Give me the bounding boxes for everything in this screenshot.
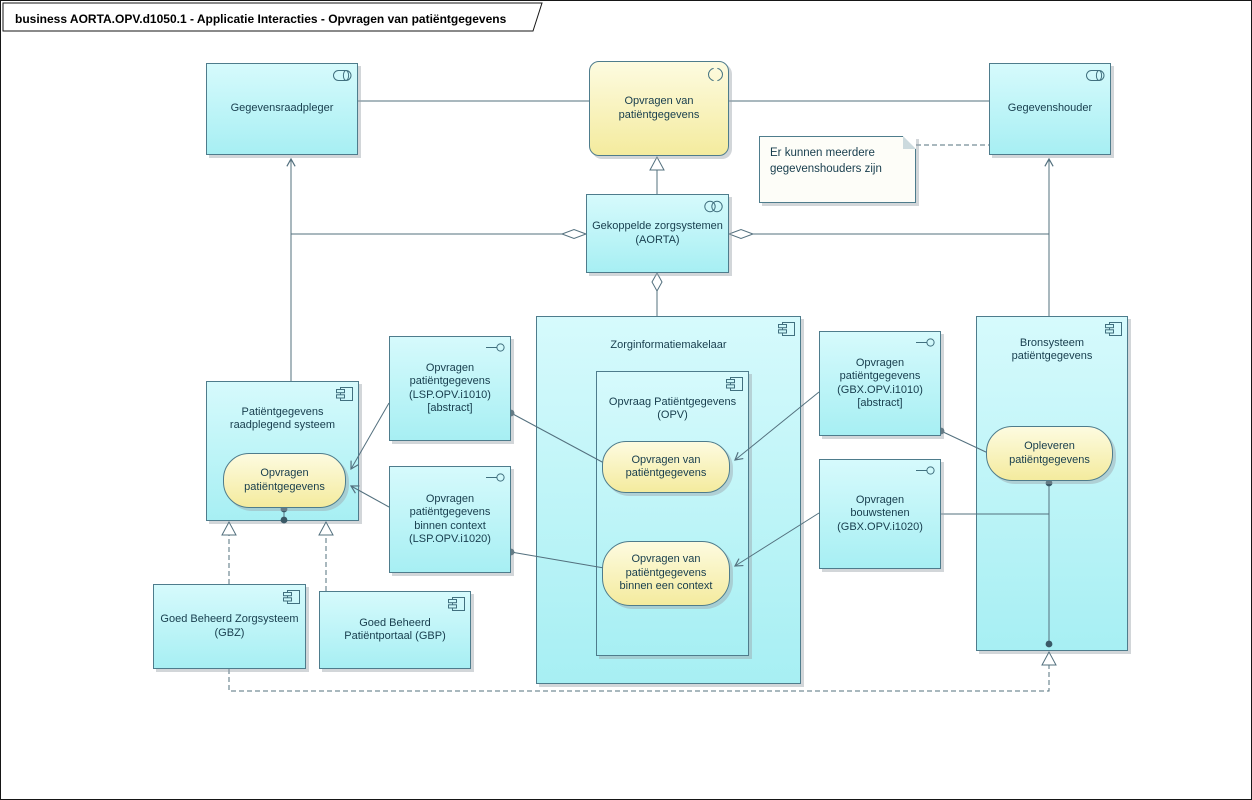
- node-label: Opvragen patiëntgegevens (GBX.OPV.i1010)…: [837, 356, 923, 409]
- aggregation-right-diamond-icon: [727, 228, 755, 240]
- component-icon: [448, 597, 465, 611]
- interface-icon: [486, 342, 505, 353]
- role-icon: [333, 69, 352, 82]
- node-lsp-opv-i1020: Opvragen patiëntgegevens binnen context …: [389, 466, 511, 573]
- component-icon: [336, 387, 353, 401]
- realization-gbz-triangle-icon: [221, 520, 237, 536]
- node-label: Opvragen van patiëntgegevens: [618, 95, 700, 121]
- realization-triangle-icon: [649, 155, 665, 171]
- node-gbx-opv-i1010: Opvragen patiëntgegevens (GBX.OPV.i1010)…: [819, 331, 941, 436]
- node-label: Opleveren patiëntgegevens: [1009, 440, 1090, 466]
- node-label: Opvraag Patiëntgegevens (OPV): [608, 396, 737, 422]
- component-icon: [778, 322, 795, 336]
- node-bronsysteem-patientgegevens: Bronsysteem patiëntgegevens: [976, 316, 1128, 651]
- node-label: Gekoppelde zorgsystemen (AORTA): [592, 220, 723, 246]
- service-opvragen-van-patientgegevens: Opvragen van patiëntgegevens: [602, 441, 730, 493]
- node-opvragen-interactie: Opvragen van patiëntgegevens: [589, 61, 729, 156]
- node-goed-beheerd-patientportaal: Goed Beheerd Patiëntportaal (GBP): [319, 591, 471, 669]
- node-gbx-opv-i1020: Opvragen bouwstenen (GBX.OPV.i1020): [819, 459, 941, 569]
- note: Er kunnen meerdere gegevenshouders zijn: [759, 136, 916, 203]
- component-icon: [1105, 322, 1122, 336]
- realization-bron-triangle-icon: [1041, 650, 1057, 666]
- aggregation-bottom-diamond-icon: [651, 271, 663, 293]
- component-icon: [726, 377, 743, 391]
- node-label: Gegevensraadpleger: [230, 102, 334, 115]
- service-opvragen-binnen-context: Opvragen van patiëntgegevens binnen een …: [602, 541, 730, 606]
- node-label: Bronsysteem patiëntgegevens: [1011, 337, 1093, 363]
- node-label: Goed Beheerd Patiëntportaal (GBP): [344, 616, 446, 642]
- node-label: Zorginformatiemakelaar: [610, 339, 727, 351]
- note-text: Er kunnen meerdere gegevenshouders zijn: [770, 147, 882, 175]
- realization-gbp-triangle-icon: [318, 520, 334, 536]
- role-icon: [1086, 69, 1105, 82]
- interface-icon: [916, 337, 935, 348]
- node-label: Opvragen van patiëntgegevens binnen een …: [619, 553, 713, 593]
- node-label: Opvragen bouwstenen (GBX.OPV.i1020): [837, 493, 923, 533]
- node-opvraag-patientgegevens-opv: Opvraag Patiëntgegevens (OPV): [596, 371, 749, 656]
- node-gegevenshouder: Gegevenshouder: [989, 63, 1111, 155]
- node-label: Opvragen van patiëntgegevens: [625, 453, 707, 479]
- interaction-icon: [708, 67, 723, 82]
- node-label: Goed Beheerd Zorgsysteem (GBZ): [160, 613, 299, 639]
- collaboration-icon: [704, 200, 723, 213]
- interface-icon: [916, 465, 935, 476]
- aggregation-left-diamond-icon: [560, 228, 588, 240]
- interface-icon: [486, 472, 505, 483]
- node-label: Opvragen patiëntgegevens (LSP.OPV.i1010)…: [409, 361, 491, 414]
- component-icon: [283, 590, 300, 604]
- node-lsp-opv-i1010: Opvragen patiëntgegevens (LSP.OPV.i1010)…: [389, 336, 511, 441]
- diagram-frame-title: business AORTA.OPV.d1050.1 - Applicatie …: [15, 12, 507, 26]
- node-goed-beheerd-zorgsysteem: Goed Beheerd Zorgsysteem (GBZ): [153, 584, 306, 669]
- node-label: Patiëntgegevens raadplegend systeem: [229, 406, 336, 432]
- node-gekoppelde-zorgsystemen: Gekoppelde zorgsystemen (AORTA): [586, 194, 729, 273]
- node-label: Opvragen patiëntgegevens: [244, 467, 325, 493]
- service-opleveren-patientgegevens: Opleveren patiëntgegevens: [986, 426, 1113, 481]
- service-opvragen-patientgegevens: Opvragen patiëntgegevens: [223, 453, 346, 508]
- node-label: Gegevenshouder: [1007, 102, 1093, 115]
- node-label: Opvragen patiëntgegevens binnen context …: [409, 492, 491, 545]
- node-gegevensraadpleger: Gegevensraadpleger: [206, 63, 358, 155]
